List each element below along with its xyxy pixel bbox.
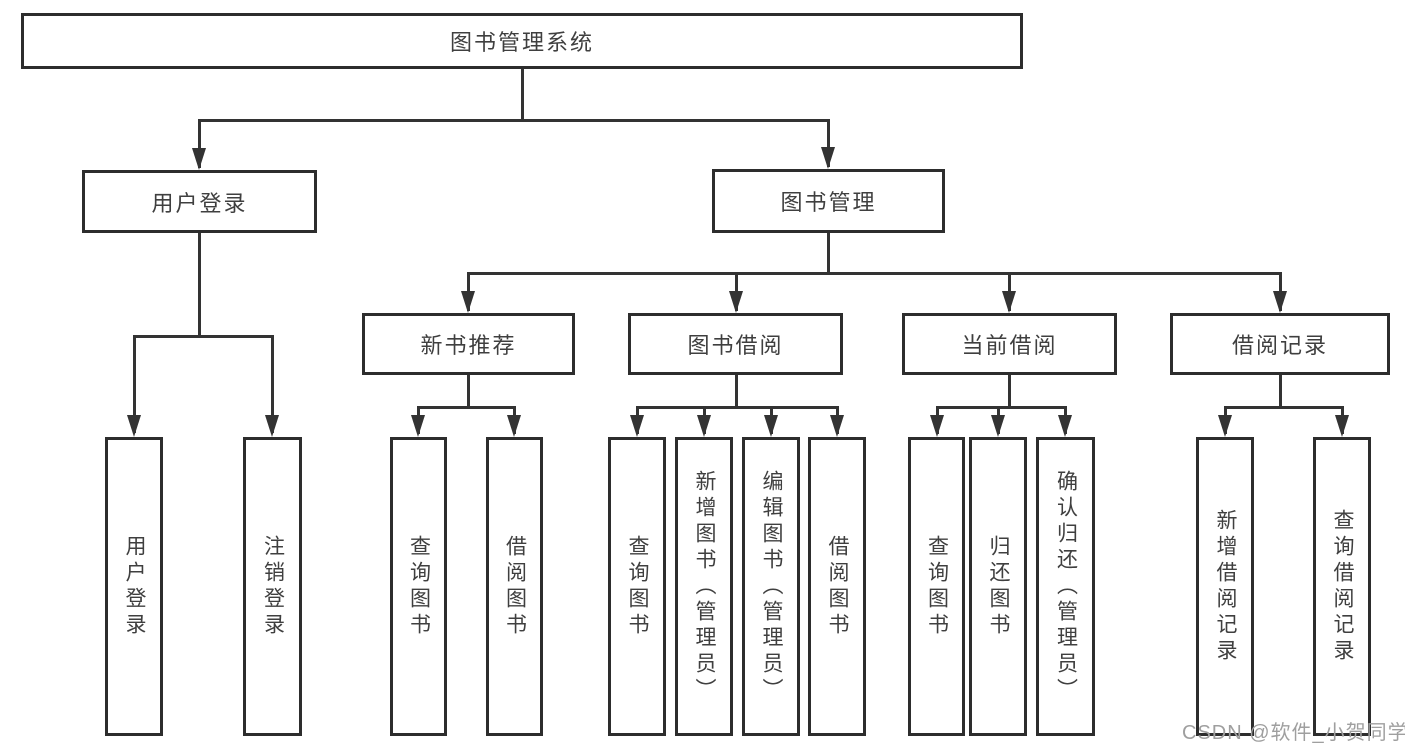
arrow-down-icon (1335, 415, 1349, 437)
leaf-logout: 注销登录 (243, 437, 302, 736)
arrow-down-icon (1002, 291, 1016, 313)
leaf-add-books-admin: 新增图书（管理员） (675, 437, 733, 736)
connector-vline (827, 119, 830, 167)
connector-hline (417, 406, 516, 409)
arrow-down-icon (930, 415, 944, 437)
arrow-down-icon (1273, 291, 1287, 313)
arrow-down-icon (764, 415, 778, 437)
connector-vline (198, 233, 201, 336)
leaf-add-borrow-record: 新增借阅记录 (1196, 437, 1254, 736)
arrow-down-icon (821, 147, 835, 169)
arrow-down-icon (697, 415, 711, 437)
connector-vline (735, 375, 738, 409)
node-book-management-label: 图书管理 (780, 190, 877, 215)
node-borrowing-records: 借阅记录 (1170, 313, 1390, 375)
arrow-down-icon (265, 415, 279, 437)
leaf-return-books-label: 归还图书 (987, 534, 1010, 639)
node-book-borrowing-label: 图书借阅 (687, 333, 784, 358)
leaf-edit-books-admin-label: 编辑图书（管理员） (760, 469, 783, 704)
leaf-add-borrow-record-label: 新增借阅记录 (1214, 508, 1237, 665)
connector-hline (636, 406, 839, 409)
connector-hline (936, 406, 1067, 409)
node-book-borrowing: 图书借阅 (628, 313, 843, 375)
node-current-borrowing-label: 当前借阅 (961, 333, 1058, 358)
arrow-down-icon (729, 291, 743, 313)
node-book-management: 图书管理 (712, 169, 945, 233)
leaf-logout-label: 注销登录 (261, 534, 285, 639)
leaf-query-borrow-record-label: 查询借阅记录 (1331, 508, 1354, 665)
node-library-system-label: 图书管理系统 (449, 30, 594, 55)
node-borrowing-records-label: 借阅记录 (1231, 333, 1328, 358)
arrow-down-icon (411, 415, 425, 437)
connector-hline (198, 119, 830, 122)
arrow-down-icon (1218, 415, 1232, 437)
connector-vline (271, 335, 274, 433)
arrow-down-icon (461, 291, 475, 313)
csdn-watermark: CSDN @软件_小贺同学 (1182, 722, 1405, 744)
leaf-recommend-borrow-books-label: 借阅图书 (503, 534, 527, 639)
leaf-user-login-label: 用户登录 (123, 534, 146, 639)
connector-vline (827, 233, 830, 274)
connector-vline (133, 335, 136, 433)
connector-vline (1279, 375, 1282, 409)
leaf-borrow-books: 借阅图书 (808, 437, 866, 736)
leaf-current-query-books: 查询图书 (908, 437, 965, 736)
connector-vline (521, 69, 524, 119)
leaf-edit-books-admin: 编辑图书（管理员） (742, 437, 800, 736)
leaf-query-borrow-record: 查询借阅记录 (1313, 437, 1371, 736)
node-new-book-recommend: 新书推荐 (362, 313, 575, 375)
node-user-login: 用户登录 (82, 170, 317, 233)
arrow-down-icon (127, 415, 141, 437)
arrow-down-icon (991, 415, 1005, 437)
node-new-book-recommend-label: 新书推荐 (420, 333, 517, 358)
leaf-recommend-borrow-books: 借阅图书 (486, 437, 543, 736)
connector-vline (1008, 375, 1011, 409)
leaf-borrow-books-label: 借阅图书 (826, 534, 849, 639)
leaf-borrowing-query-books: 查询图书 (608, 437, 666, 736)
leaf-return-books: 归还图书 (969, 437, 1027, 736)
leaf-current-query-books-label: 查询图书 (925, 534, 949, 639)
node-library-system: 图书管理系统 (21, 13, 1023, 69)
connector-vline (467, 375, 470, 409)
leaf-user-login: 用户登录 (105, 437, 163, 736)
arrow-down-icon (1058, 415, 1072, 437)
leaf-add-books-admin-label: 新增图书（管理员） (693, 469, 716, 704)
connector-hline (133, 335, 274, 338)
arrow-down-icon (507, 415, 521, 437)
node-current-borrowing: 当前借阅 (902, 313, 1117, 375)
node-user-login-label: 用户登录 (151, 190, 248, 216)
connector-hline (467, 272, 1282, 275)
leaf-recommend-query-books: 查询图书 (390, 437, 447, 736)
arrow-down-icon (830, 415, 844, 437)
connector-vline (198, 119, 201, 168)
leaf-borrowing-query-books-label: 查询图书 (626, 534, 649, 639)
connector-hline (1224, 406, 1344, 409)
arrow-down-icon (192, 148, 206, 170)
leaf-confirm-return-admin: 确认归还（管理员） (1036, 437, 1095, 736)
leaf-confirm-return-admin-label: 确认归还（管理员） (1054, 469, 1078, 704)
leaf-recommend-query-books-label: 查询图书 (407, 534, 431, 639)
arrow-down-icon (630, 415, 644, 437)
